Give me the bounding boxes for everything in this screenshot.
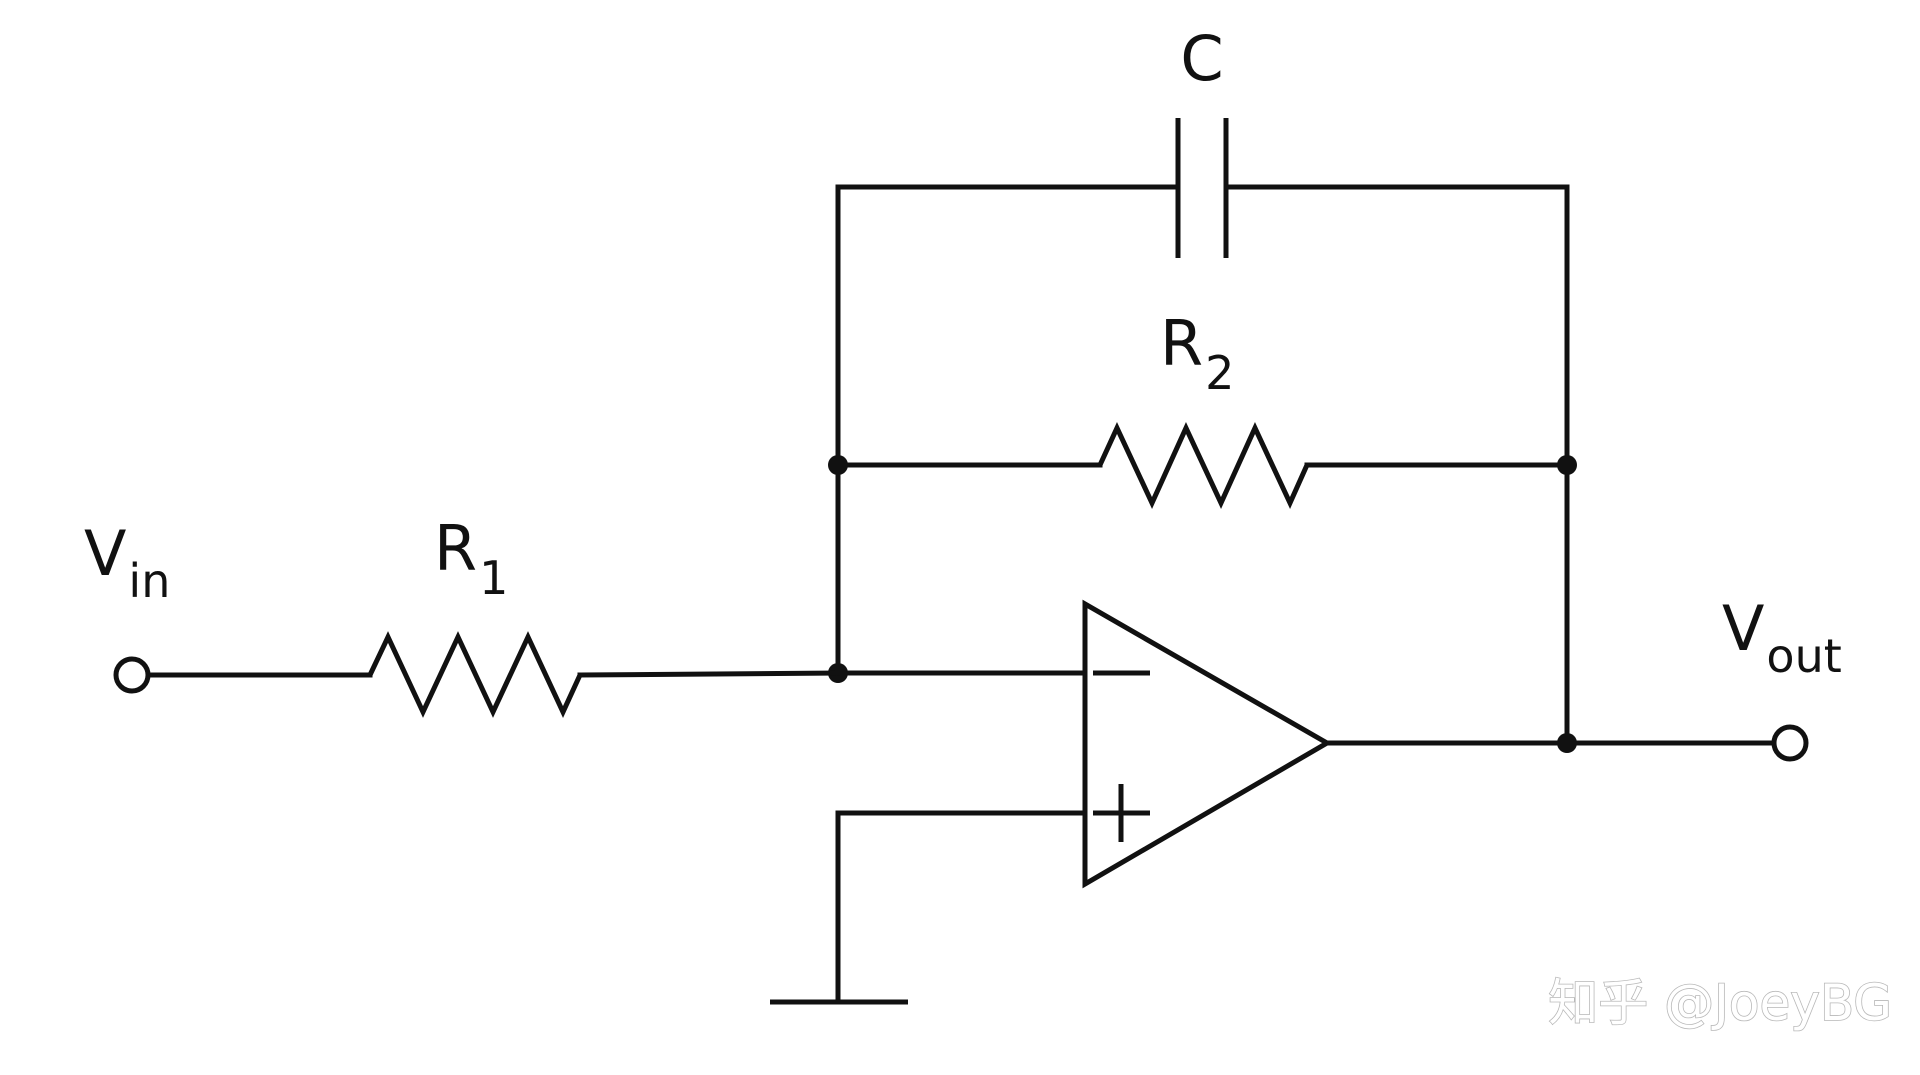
input-path: Vin R1 bbox=[84, 512, 841, 718]
output-path: Vout bbox=[1722, 592, 1842, 762]
resistor-r2-path: R2 bbox=[835, 307, 1570, 510]
wire-r1-to-node bbox=[577, 670, 841, 678]
watermark-text: 知乎 @JoeyBG bbox=[1548, 974, 1892, 1032]
wire-noninverting-to-ground bbox=[835, 810, 1088, 1005]
output-terminal-label: Vout bbox=[1722, 592, 1842, 683]
resistor-r2-label: R2 bbox=[1160, 307, 1234, 400]
resistor-r1 bbox=[367, 631, 583, 718]
resistor-r2 bbox=[1097, 422, 1310, 510]
wire-cap-left bbox=[835, 184, 1177, 468]
capacitor-feedback-path: C bbox=[835, 22, 1570, 468]
output-terminal bbox=[1771, 724, 1809, 762]
resistor-r1-label: R1 bbox=[434, 512, 508, 605]
op-amp bbox=[835, 599, 1777, 889]
capacitor-label: C bbox=[1180, 22, 1223, 95]
input-terminal-label: Vin bbox=[84, 517, 170, 608]
op-amp-triangle bbox=[1082, 599, 1332, 889]
wire-cap-right bbox=[1225, 184, 1570, 468]
input-terminal bbox=[113, 656, 151, 694]
ground-path bbox=[770, 810, 1088, 1005]
